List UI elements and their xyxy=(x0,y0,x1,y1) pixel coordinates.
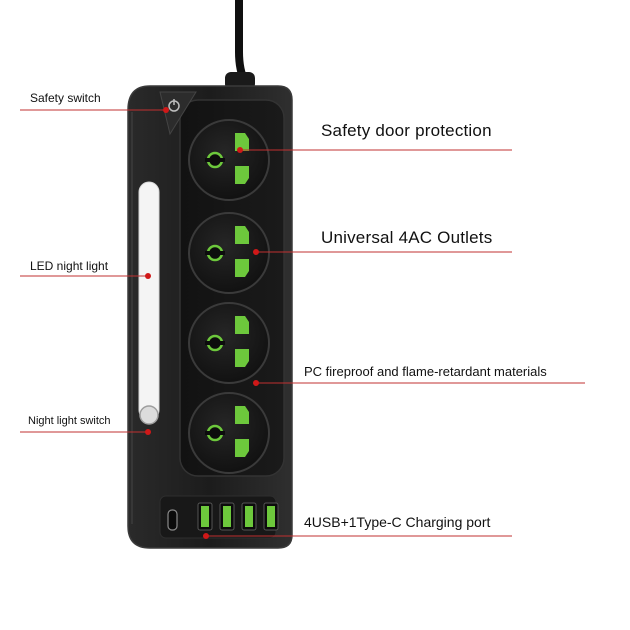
ac-outlet xyxy=(188,212,270,294)
outlet-slot xyxy=(205,251,225,255)
usb-ports xyxy=(167,502,279,531)
outlet-slot xyxy=(205,431,225,435)
usb-a-tongue xyxy=(201,506,209,527)
usb-c-port xyxy=(167,509,178,531)
outlet-face xyxy=(188,302,270,384)
outlet-contact xyxy=(235,166,249,184)
outlet-face xyxy=(188,119,270,201)
safety-switch xyxy=(159,91,197,136)
usb-a-tongue xyxy=(223,506,231,527)
callout-lines xyxy=(20,109,585,537)
outlet-contact xyxy=(235,316,249,334)
label-safety-door: Safety door protection xyxy=(321,121,492,140)
ac-outlet xyxy=(188,392,270,474)
outlet-contact xyxy=(235,133,249,151)
outlet-contact xyxy=(235,406,249,424)
label-charging-port: 4USB+1Type-C Charging port xyxy=(304,514,491,530)
usb-a-tongue xyxy=(267,506,275,527)
outlet-slot xyxy=(205,158,225,162)
outlet-face xyxy=(188,392,270,474)
label-night-light-switch: Night light switch xyxy=(28,415,111,427)
ac-outlets xyxy=(188,119,270,474)
power-cord xyxy=(235,0,249,86)
label-universal-outlets: Universal 4AC Outlets xyxy=(321,228,493,247)
ac-outlet xyxy=(188,119,270,201)
night-light-switch xyxy=(139,405,159,425)
label-fireproof: PC fireproof and flame-retardant materia… xyxy=(304,364,547,379)
label-led-night-light: LED night light xyxy=(30,259,109,273)
outlet-slot xyxy=(205,341,225,345)
outlet-contact xyxy=(235,226,249,244)
led-night-light xyxy=(138,181,160,421)
callout-dots xyxy=(145,107,259,539)
ac-outlet xyxy=(188,302,270,384)
outlet-contact xyxy=(235,349,249,367)
usb-a-tongue xyxy=(245,506,253,527)
outlet-contact xyxy=(235,259,249,277)
label-safety-switch: Safety switch xyxy=(30,91,101,105)
outlet-contact xyxy=(235,439,249,457)
